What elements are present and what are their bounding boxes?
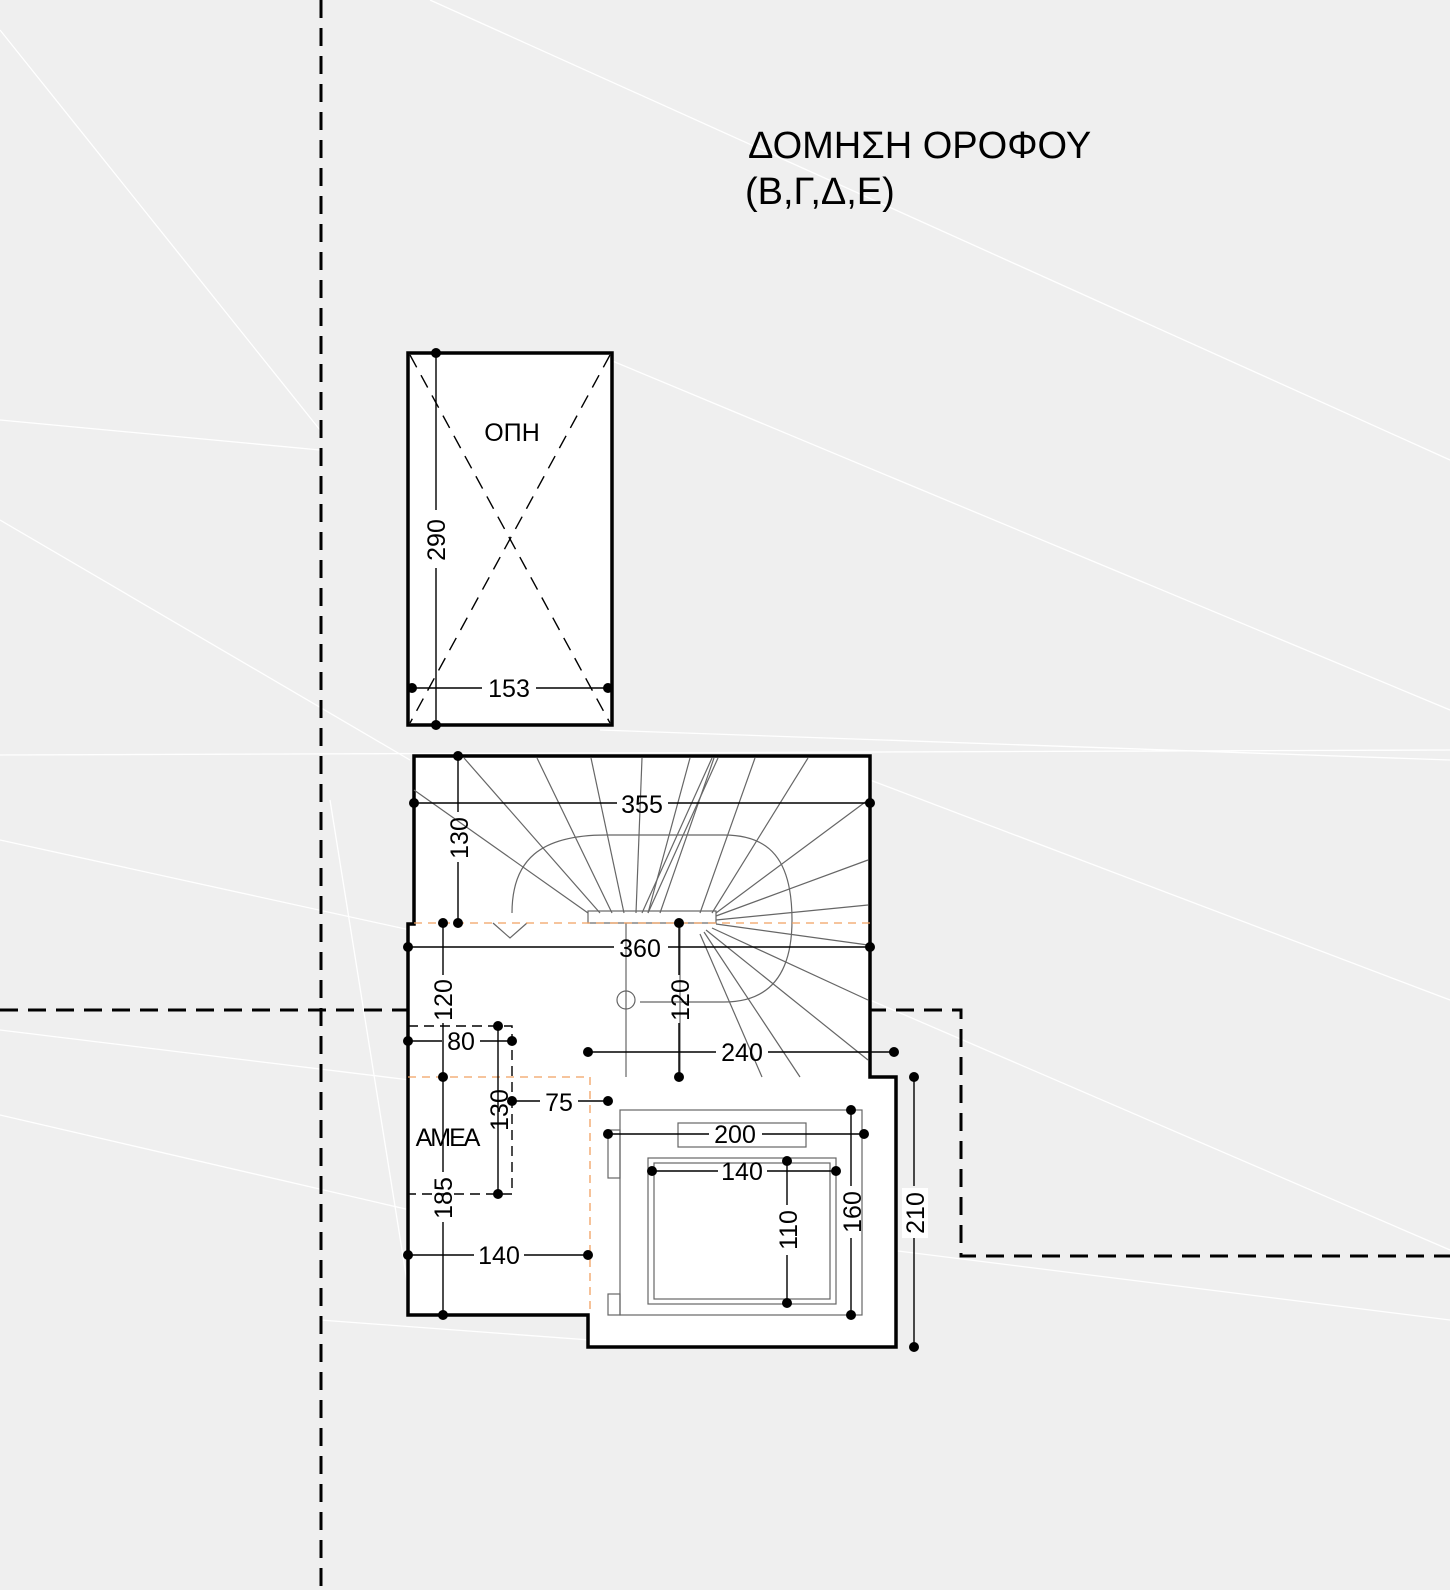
floor-opening: ΟΠΗ 290 153	[406, 348, 614, 730]
landing-depth-center-dim: 120	[667, 979, 695, 1021]
opening-height-dim: 290	[423, 519, 451, 561]
background-construction-lines	[0, 0, 1450, 1341]
stair-depth-dim: 130	[446, 817, 474, 859]
lift-110-dim: 110	[775, 1210, 803, 1250]
landing-width-dim: 360	[619, 935, 661, 963]
stair-width-dim: 355	[621, 791, 663, 819]
landing-depth-left-dim: 120	[430, 979, 458, 1021]
wc-depth-185-dim: 185	[430, 1177, 458, 1219]
lift-shaft: 240 200 140 110	[583, 1039, 899, 1320]
lift-200-dim: 200	[714, 1121, 756, 1149]
lift-160-dim: 160	[839, 1191, 867, 1233]
drawing-title-line2: (Β,Γ,Δ,Ε)	[745, 171, 895, 213]
lift-140-dim: 140	[721, 1158, 763, 1186]
wc-door-75-dim: 75	[545, 1089, 573, 1117]
accessible-wc: 80 130 75 ΑΜΕΑ 185 140	[403, 1021, 613, 1320]
wc-depth-130-dim: 130	[486, 1089, 514, 1131]
opening-width-dim: 153	[488, 675, 530, 703]
lift-210-dim: 210	[902, 1192, 930, 1234]
opening-label: ΟΠΗ	[484, 419, 540, 447]
wc-width-140-dim: 140	[478, 1242, 520, 1270]
stair-treads	[413, 757, 869, 1078]
stair-core: 355 130 360 120 120	[403, 751, 930, 1352]
wc-width-80-dim: 80	[447, 1028, 475, 1056]
lift-240-dim: 240	[721, 1039, 763, 1067]
drawing-title-line1: ΔΟΜΗΣΗ ΟΡΟΦΟΥ	[748, 125, 1091, 167]
accessible-wc-label: ΑΜΕΑ	[416, 1124, 481, 1152]
